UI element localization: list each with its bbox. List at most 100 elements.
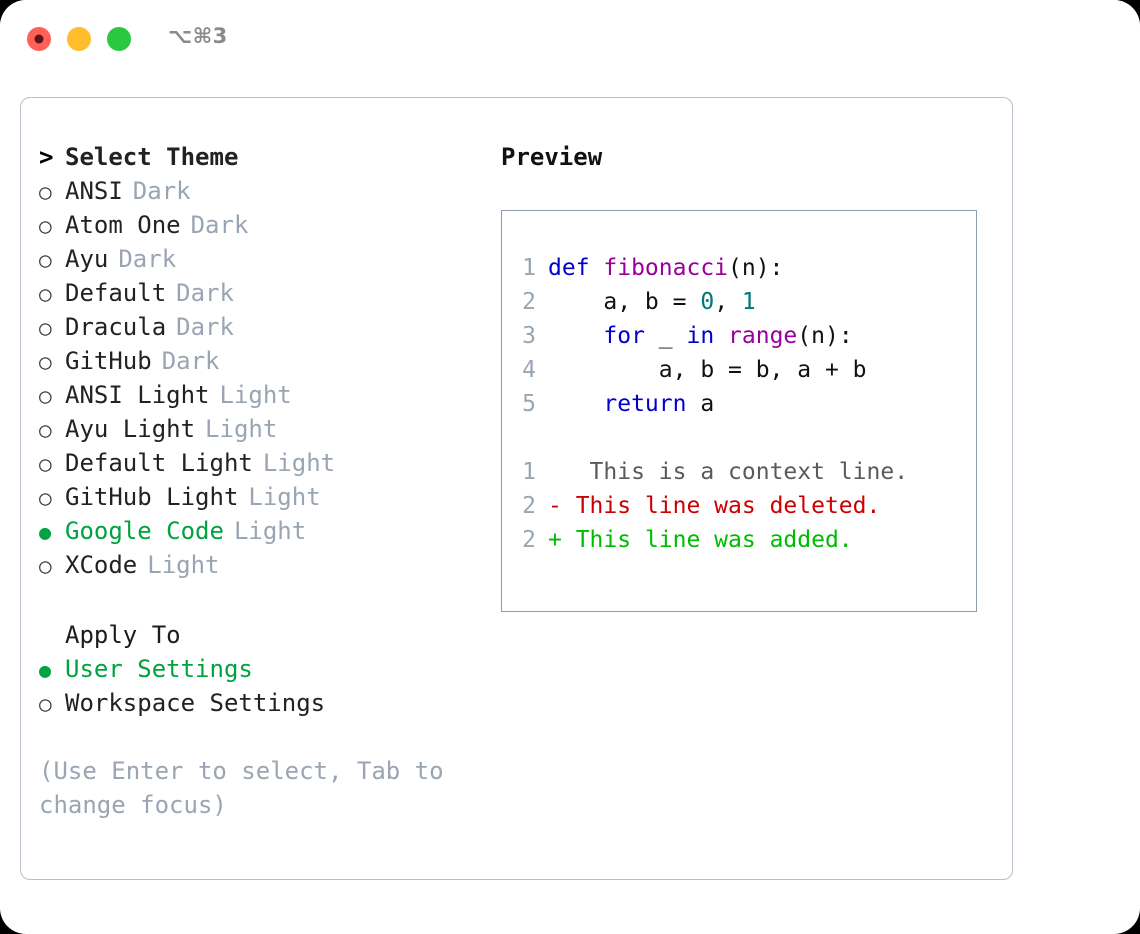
theme-kind-label: Dark (118, 245, 177, 273)
line-number: 5 (522, 391, 536, 417)
code-token: (n): (797, 323, 853, 349)
window-titlebar: ⌥⌘3 (0, 0, 1140, 78)
theme-kind-label: Dark (190, 211, 249, 239)
preview-heading: Preview (501, 143, 603, 171)
code-token: _ (644, 323, 687, 349)
code-line: 4 a, b = b, a + b (514, 353, 968, 387)
apply-to-option-row[interactable]: ● User Settings (39, 652, 489, 686)
code-line: 5 return a (514, 387, 968, 421)
radio-unselected-icon: ○ (39, 282, 52, 306)
code-token: def (548, 255, 604, 281)
diff-marker (548, 459, 562, 485)
radio-unselected-icon: ○ (39, 486, 52, 510)
theme-name-label: GitHub Light (65, 483, 239, 511)
code-token: a, b = b, a + b (548, 357, 867, 383)
theme-option-row[interactable]: ○ XCode Light (39, 548, 489, 582)
code-token (548, 391, 603, 417)
theme-kind-label: Dark (161, 347, 220, 375)
radio-unselected-icon: ○ (39, 214, 52, 238)
code-token: fibonacci (603, 255, 729, 281)
code-token (714, 323, 728, 349)
radio-selected-icon: ● (39, 658, 52, 682)
code-token: 0 (700, 289, 715, 315)
code-token: a (686, 391, 715, 417)
theme-option-row[interactable]: ○ GitHub Light Light (39, 480, 489, 514)
theme-kind-label: Light (205, 415, 278, 443)
line-number: 2 (522, 493, 536, 519)
theme-kind-label: Light (248, 483, 321, 511)
apply-to-option-label: Workspace Settings (65, 689, 326, 717)
theme-option-row[interactable]: ○ Atom One Dark (39, 208, 489, 242)
radio-selected-icon: ● (39, 520, 52, 544)
theme-option-row[interactable]: ○ ANSI Light Light (39, 378, 489, 412)
code-token: (n): (728, 255, 784, 281)
line-number: 1 (522, 459, 536, 485)
select-theme-label: Select Theme (65, 143, 239, 171)
apply-to-option-row[interactable]: ○ Workspace Settings (39, 686, 489, 720)
theme-option-row[interactable]: ○ Default Dark (39, 276, 489, 310)
code-line: 3 for _ in range(n): (514, 319, 968, 353)
prompt-caret-icon: > (39, 143, 54, 171)
code-token: range (728, 323, 798, 349)
theme-name-label: XCode (65, 551, 138, 579)
code-token (548, 323, 603, 349)
apply-to-group: ○ Apply To ● User Settings ○ Workspace Setti… (39, 618, 489, 720)
minimize-button[interactable] (67, 27, 91, 51)
diff-marker: - (548, 493, 562, 519)
code-line: 2 a, b = 0, 1 (514, 285, 968, 319)
close-button[interactable] (27, 27, 51, 51)
theme-name-label: Google Code (65, 517, 224, 545)
diff-text: This is a context line. (561, 459, 909, 485)
apply-to-option-label: User Settings (65, 655, 253, 683)
diff-line: 2+ This line was added. (514, 523, 968, 557)
radio-unselected-icon: ○ (39, 384, 52, 408)
line-number: 3 (522, 323, 536, 349)
select-theme-heading: > Select Theme (39, 140, 489, 174)
code-token: return (603, 391, 687, 417)
theme-kind-label: Light (233, 517, 307, 545)
radio-unselected-icon: ○ (39, 180, 52, 204)
keyboard-shortcut-label: ⌥⌘3 (168, 24, 228, 48)
maximize-button[interactable] (107, 27, 131, 51)
theme-option-row[interactable]: ● Google Code Light (39, 514, 489, 548)
line-number: 2 (522, 289, 536, 315)
code-token: in (686, 323, 715, 349)
diff-line: 2- This line was deleted. (514, 489, 968, 523)
theme-name-label: ANSI (65, 177, 123, 205)
diff-line: 1 This is a context line. (514, 455, 968, 489)
theme-name-label: GitHub (65, 347, 152, 375)
code-token: , (714, 289, 742, 315)
apply-to-options-list: ● User Settings ○ Workspace Settings (39, 652, 489, 720)
theme-kind-label: Light (219, 381, 292, 409)
diff-text: This line was added. (561, 527, 853, 553)
theme-name-label: Dracula (65, 313, 167, 341)
code-token: for (603, 323, 645, 349)
theme-kind-label: Light (147, 551, 220, 579)
apply-to-label: Apply To (65, 621, 181, 649)
code-token: 1 (741, 289, 756, 315)
radio-unselected-icon: ○ (39, 554, 52, 578)
theme-option-row[interactable]: ○ ANSI Dark (39, 174, 489, 208)
theme-name-label: Default Light (65, 449, 253, 477)
theme-name-label: ANSI Light (65, 381, 210, 409)
theme-kind-label: Dark (132, 177, 191, 205)
theme-kind-label: Dark (176, 313, 234, 341)
keyboard-hint-text: (Use Enter to select, Tab to change focu… (39, 757, 444, 819)
radio-unselected-icon: ○ (39, 692, 52, 716)
theme-kind-label: Dark (176, 279, 234, 307)
code-token: a, b = (548, 289, 701, 315)
theme-name-label: Default (65, 279, 167, 307)
theme-name-label: Atom One (65, 211, 181, 239)
